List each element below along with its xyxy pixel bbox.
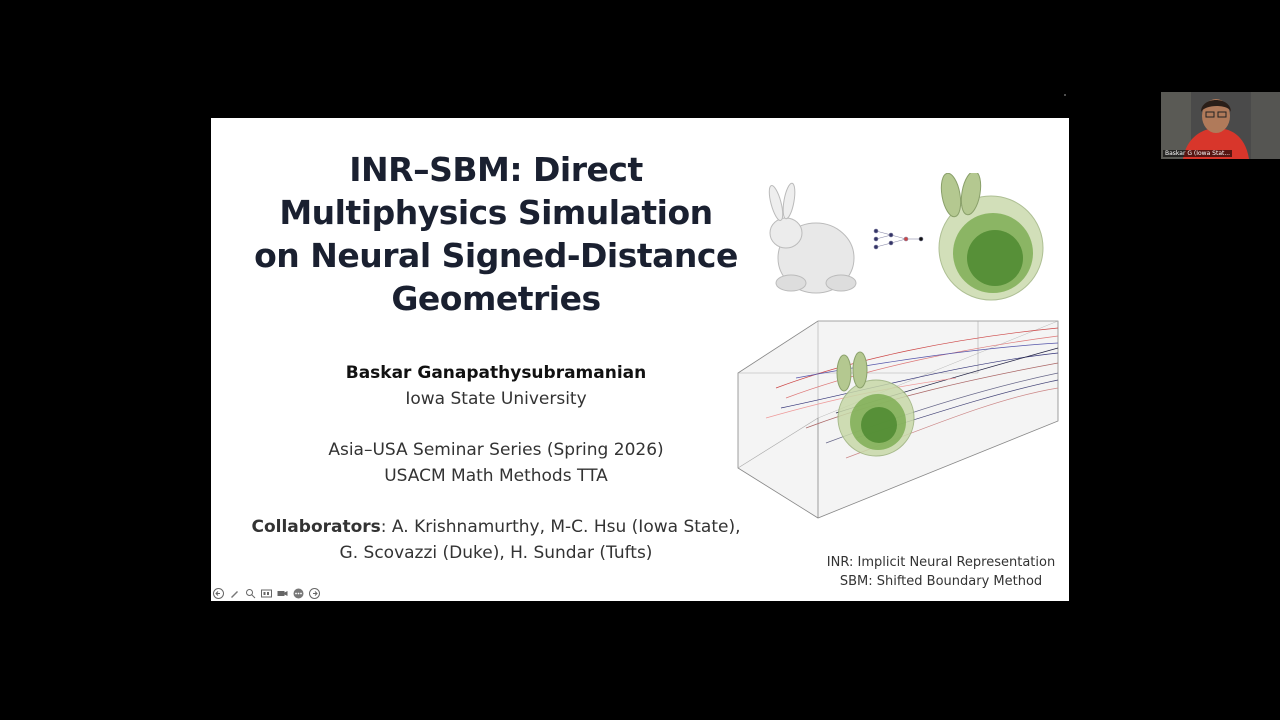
collaborators-line-1: Collaborators: A. Krishnamurthy, M-C. Hs… [251,517,741,537]
presentation-slide: INR–SBM: Direct Multiphysics Simulation … [211,118,1069,601]
pen-icon[interactable] [228,587,240,599]
stanford-bunny-mesh-image [768,182,857,294]
author-name: Baskar Ganapathysubramanian [345,363,647,383]
participant-name-label: Baskar G (Iowa Stat... [1163,150,1233,157]
title-line-4: Geometries [391,279,601,318]
participant-video-feed-image [1161,92,1280,159]
collaborators-line-2: G. Scovazzi (Duke), H. Sundar (Tufts) [339,543,653,563]
camera-icon[interactable] [276,587,288,599]
flow-simulation-figure [737,320,1059,519]
title-line-2: Multiphysics Simulation [279,193,713,232]
collaborators-list-1: : A. Krishnamurthy, M-C. Hsu (Iowa State… [380,517,741,537]
title-line-3: on Neural Signed-Distance [254,236,738,275]
zoom-icon[interactable] [244,587,256,599]
bunny-in-channel-image [836,351,915,457]
slide-title: INR–SBM: Direct Multiphysics Simulation … [241,148,751,320]
participant-video-tile[interactable]: Baskar G (Iowa Stat... [1161,92,1280,159]
title-line-1: INR–SBM: Direct [349,150,643,189]
forward-arrow-icon[interactable] [308,587,320,599]
seminar-series: Asia–USA Seminar Series (Spring 2026) [328,440,664,460]
collaborators-label: Collaborators [251,517,381,537]
more-icon[interactable] [292,587,304,599]
indicator-dot [1064,94,1066,96]
seminar-host: USACM Math Methods TTA [384,466,608,486]
abbreviation-sbm: SBM: Shifted Boundary Method [839,574,1043,589]
abbreviation-inr: INR: Implicit Neural Representation [826,555,1056,570]
neural-sdf-bunny-image [938,173,1044,301]
captions-icon[interactable] [260,587,272,599]
slide-controls-toolbar [212,586,320,600]
bunny-inr-figure [768,173,1044,301]
author-affiliation: Iowa State University [405,389,587,409]
neural-network-icon [873,228,924,250]
back-arrow-icon[interactable] [212,587,224,599]
